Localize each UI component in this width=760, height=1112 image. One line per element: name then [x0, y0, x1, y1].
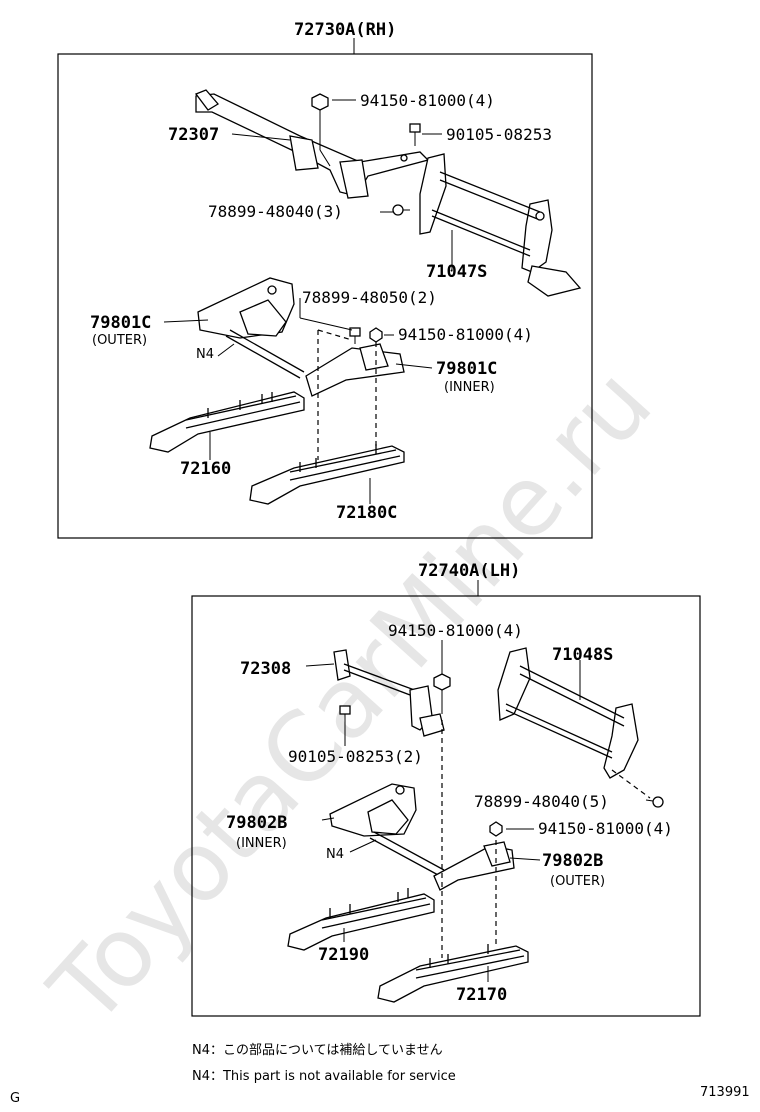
lh-rail-outer-part [377, 944, 529, 1003]
rh-cover-outer-sub: (OUTER) [92, 333, 147, 348]
lh-bolt-label[interactable]: 90105-08253(2) [288, 747, 423, 766]
lh-n4-label: N4 [326, 847, 344, 862]
lh-nut-mid-label[interactable]: 94150-81000(4) [538, 819, 673, 838]
lh-cover-inner-sub: (INNER) [236, 836, 287, 851]
lh-screw-label[interactable]: 78899-48040(5) [474, 792, 609, 811]
rh-nut-mid-part [369, 327, 383, 343]
rh-group-title[interactable]: 72730A(RH) [294, 20, 396, 40]
lh-crossbar-label[interactable]: 72308 [240, 659, 291, 679]
lh-frame-part [497, 647, 651, 799]
lh-rail-outer-label[interactable]: 72170 [456, 985, 507, 1005]
diagram-number: 713991 [700, 1085, 750, 1100]
rh-rail-outer-label[interactable]: 72160 [180, 459, 231, 479]
lh-rail-inner-part [287, 888, 435, 951]
rh-n4-rod-part [225, 329, 305, 379]
rh-screw-mid-part [349, 327, 361, 337]
lh-cover-outer-part [433, 841, 515, 891]
rh-frame-label[interactable]: 71047S [426, 262, 487, 282]
rh-frame-part [419, 153, 582, 297]
rh-screw-mid-label[interactable]: 78899-48050(2) [302, 288, 437, 307]
rh-cover-inner-part [305, 343, 405, 397]
lh-nut-top-part [433, 673, 451, 691]
rh-rail-outer-part [149, 391, 305, 453]
rh-nut-top-label[interactable]: 94150-81000(4) [360, 91, 495, 110]
rh-screw-label[interactable]: 78899-48040(3) [208, 202, 343, 221]
rh-bolt-top-part [409, 123, 421, 133]
lh-crossbar-part [333, 649, 445, 737]
rh-cover-outer-label[interactable]: 79801C [90, 313, 151, 333]
rh-screw-part [392, 204, 410, 216]
lh-group-title[interactable]: 72740A(LH) [418, 561, 520, 581]
lh-rail-inner-label[interactable]: 72190 [318, 945, 369, 965]
note-japanese: N4：この部品については補給していません [192, 1043, 443, 1058]
rh-rail-inner-label[interactable]: 72180C [336, 503, 397, 523]
rh-group-frame [57, 53, 593, 539]
lh-frame-label[interactable]: 71048S [552, 645, 613, 665]
lh-group-frame [191, 595, 701, 1017]
rh-crossbar-part [194, 89, 430, 199]
lh-nut-mid-part [489, 821, 503, 837]
rh-group: 72730A(RH) [57, 20, 593, 539]
rh-bolt-top-label[interactable]: 90105-08253 [446, 125, 552, 144]
rh-cover-inner-sub: (INNER) [444, 380, 495, 395]
lh-bolt-part [339, 705, 351, 722]
footer-left-code: G [10, 1091, 20, 1106]
rh-cover-outer-part [197, 277, 295, 339]
note-english: N4：This part is not available for servic… [192, 1069, 456, 1084]
rh-nut-mid-label[interactable]: 94150-81000(4) [398, 325, 533, 344]
rh-cover-inner-label[interactable]: 79801C [436, 359, 497, 379]
lh-cover-outer-label[interactable]: 79802B [542, 851, 603, 871]
rh-crossbar-label[interactable]: 72307 [168, 125, 219, 145]
lh-nut-top-label[interactable]: 94150-81000(4) [388, 621, 523, 640]
lh-n4-rod-part [369, 831, 445, 877]
watermark: ToyotaCarMine.ru [28, 347, 673, 1046]
rh-nut-top-part [311, 93, 329, 111]
lh-group: 72740A(LH) [191, 561, 701, 1017]
lh-cover-outer-sub: (OUTER) [550, 874, 605, 889]
rh-n4-label: N4 [196, 347, 214, 362]
rh-rail-inner-part [249, 444, 405, 505]
lh-screw-part [645, 796, 664, 808]
lh-cover-inner-part [329, 783, 417, 837]
lh-cover-inner-label[interactable]: 79802B [226, 813, 287, 833]
